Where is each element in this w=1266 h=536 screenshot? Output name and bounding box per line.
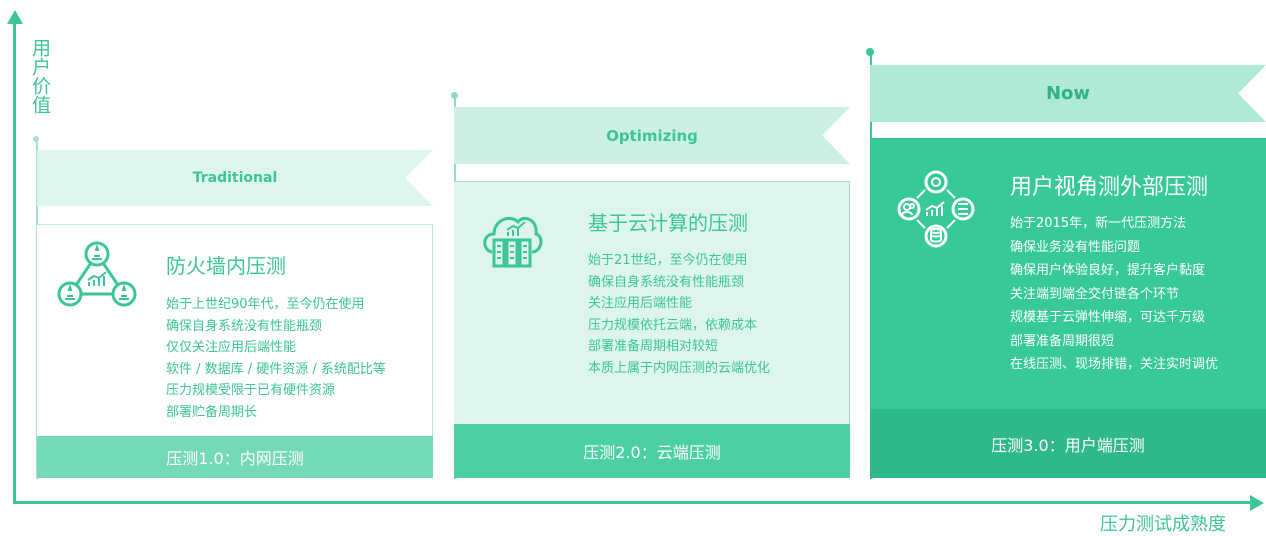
stage-3-line: 在线压测、现场排错，关注实时调优	[1010, 357, 1219, 372]
stage-2-dot	[451, 92, 458, 99]
stage-3-banner: Now	[870, 65, 1266, 122]
stage-1-banner-label: Traditional	[192, 170, 278, 186]
stage-2-banner-label: Optimizing	[606, 126, 698, 145]
stage-1-panel	[37, 224, 433, 478]
stage-2-line: 始于21世纪，至今仍在使用	[588, 253, 748, 268]
stage-3-footer-label: 压测3.0：用户端压测	[991, 435, 1145, 455]
stage-1-line: 软件 / 数据库 / 硬件资源 / 系统配比等	[166, 361, 386, 377]
stage-1-line: 确保自身系统没有性能瓶颈	[166, 318, 323, 334]
stage-1-footer: 压测1.0：内网压测	[37, 436, 433, 478]
stage-1-banner: Traditional	[37, 150, 433, 206]
stage-1-description: 始于上世纪90年代，至今仍在使用 确保自身系统没有性能瓶颈 仅仅关注应用后端性能…	[166, 294, 386, 423]
x-axis	[13, 501, 1253, 504]
stage-3-title: 用户视角测外部压测	[1010, 175, 1209, 200]
cloud-server-chart-icon	[480, 208, 544, 270]
stage-2-banner: Optimizing	[454, 107, 850, 164]
stage-1-title: 防火墙内压测	[166, 254, 286, 278]
y-axis-arrow-icon	[7, 10, 23, 24]
user-cycle-chart-icon	[895, 168, 977, 250]
stage-3-description: 始于2015年，新一代压测方法 确保业务没有性能问题 确保用户体验良好，提升客户…	[1010, 212, 1218, 377]
x-axis-arrow-icon	[1250, 495, 1264, 511]
stage-2-line: 关注应用后端性能	[588, 296, 693, 311]
stage-3-dot	[866, 48, 874, 56]
stage-2-line: 部署准备周期相对较短	[588, 339, 719, 354]
stage-1-line: 始于上世纪90年代，至今仍在使用	[166, 297, 365, 312]
stage-2-line: 压力规模依托云端，依赖成本	[588, 317, 758, 333]
triangle-network-chart-icon	[54, 240, 140, 312]
stage-3-line: 关注端到端全交付链各个环节	[1010, 286, 1180, 302]
stage-3-line: 确保业务没有性能问题	[1010, 239, 1141, 255]
x-axis-label: 压力测试成熟度	[1100, 514, 1226, 535]
stage-1-line: 仅仅关注应用后端性能	[166, 340, 297, 355]
y-axis-label: 用户价值	[29, 38, 51, 114]
stage-3-line: 确保用户体验良好，提升客户黏度	[1010, 263, 1206, 278]
stage-3-footer: 压测3.0：用户端压测	[870, 409, 1266, 478]
stage-1-line: 部署贮备周期长	[166, 404, 258, 420]
stage-1-dot	[33, 136, 39, 142]
stage-2-title: 基于云计算的压测	[588, 211, 748, 235]
stage-2-line: 确保自身系统没有性能瓶颈	[588, 274, 745, 290]
stage-3-line: 部署准备周期很短	[1010, 333, 1115, 349]
stage-3-line: 规模基于云弹性伸缩，可达千万级	[1010, 310, 1206, 325]
stage-2-description: 始于21世纪，至今仍在使用 确保自身系统没有性能瓶颈 关注应用后端性能 压力规模…	[588, 250, 770, 379]
y-axis	[13, 22, 16, 504]
stage-3-banner-label: Now	[1045, 83, 1091, 104]
stage-2-footer: 压测2.0：云端压测	[454, 424, 850, 478]
stage-2-line: 本质上属于内网压测的云端优化	[588, 360, 771, 376]
stage-2-footer-label: 压测2.0：云端压测	[583, 443, 721, 462]
stage-1-footer-label: 压测1.0：内网压测	[166, 449, 304, 468]
stage-1-line: 压力规模受限于已有硬件资源	[166, 383, 336, 398]
stage-3-line: 始于2015年，新一代压测方法	[1010, 216, 1187, 231]
